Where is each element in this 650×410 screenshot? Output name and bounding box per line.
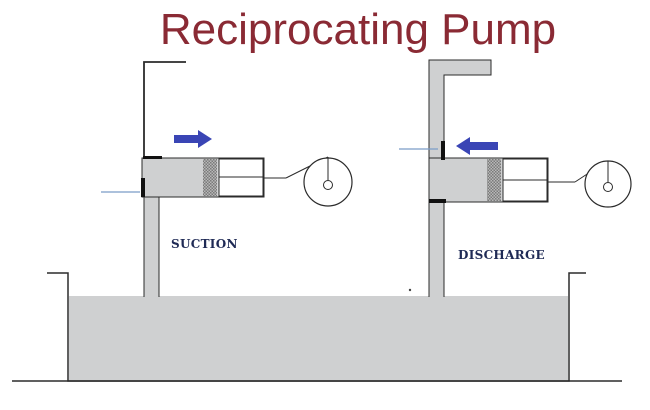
discharge-outlet-valve	[441, 141, 445, 160]
arrow-right-icon	[174, 130, 212, 148]
diagram-title: Reciprocating Pump	[160, 5, 556, 54]
suction-upper-outlet	[143, 61, 186, 158]
discharge-stage: DISCHARGE	[399, 59, 632, 297]
discharge-piston	[487, 159, 501, 201]
arrow-left-icon	[456, 137, 498, 155]
suction-pipe	[144, 197, 159, 297]
discharge-inlet-valve	[429, 199, 446, 203]
sump-tank-outline	[47, 272, 586, 382]
crank-wheel-icon	[584, 160, 632, 208]
discharge-suction-pipe	[429, 202, 444, 297]
crank-wheel-icon	[303, 157, 353, 207]
suction-inlet-valve	[141, 178, 145, 197]
suction-stage: SUCTION	[101, 61, 353, 297]
discharge-label: DISCHARGE	[458, 248, 545, 262]
suction-piston	[203, 159, 217, 196]
suction-label: SUCTION	[171, 237, 238, 251]
sump-liquid	[69, 296, 568, 380]
suction-outlet-valve	[143, 156, 162, 159]
marker-dot	[408, 288, 412, 292]
